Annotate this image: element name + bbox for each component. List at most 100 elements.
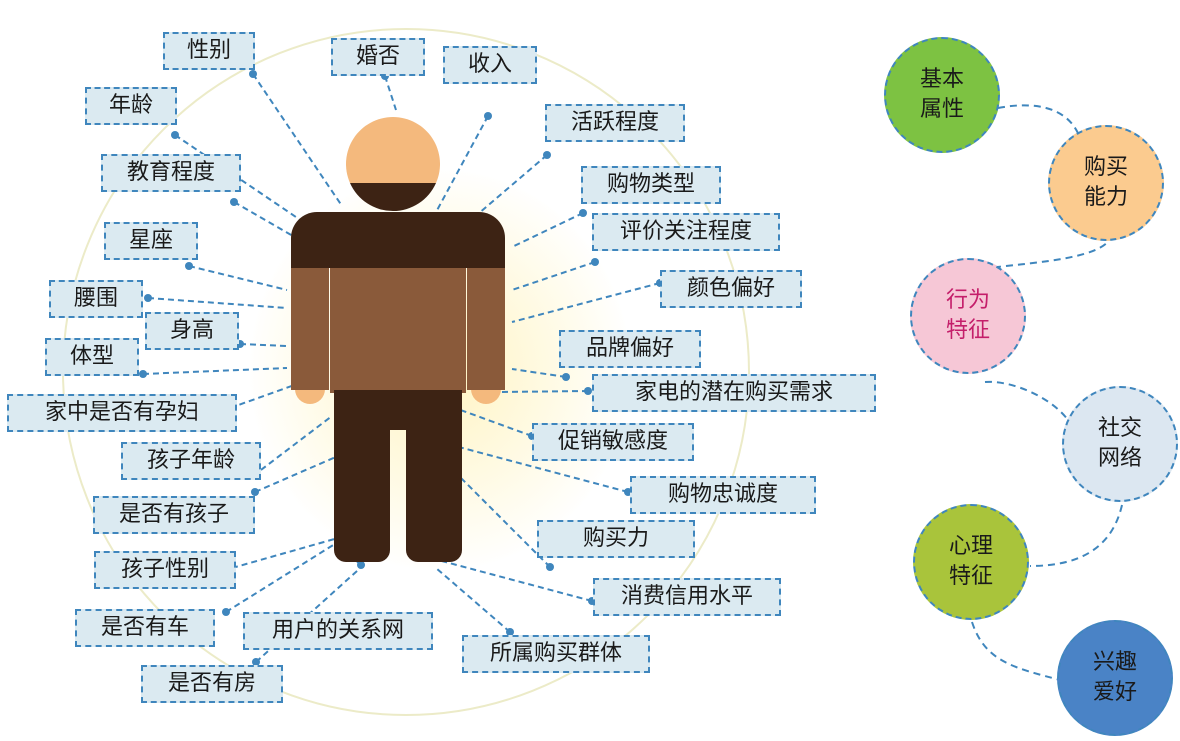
label-relationship-net: 用户的关系网 [243, 612, 433, 650]
connector-line [454, 407, 533, 437]
connector-dot [591, 258, 599, 266]
category-social-network: 社交 网络 [1062, 386, 1178, 502]
label-color-pref: 颜色偏好 [660, 270, 802, 308]
category-connector [1029, 504, 1123, 567]
connector-dot [249, 70, 257, 78]
label-credit: 消费信用水平 [593, 578, 781, 616]
category-basic-line2: 属性 [919, 97, 964, 122]
connector-line [254, 455, 339, 493]
category-connector [984, 380, 1069, 421]
connector-line [147, 297, 288, 309]
label-loyalty: 购物忠诚度 [630, 476, 816, 514]
connector-dot [230, 198, 238, 206]
left-leg [334, 390, 390, 562]
connector-line [142, 367, 288, 375]
label-activity: 活跃程度 [545, 104, 685, 142]
connector-dot [222, 608, 230, 616]
head-skin [346, 117, 440, 183]
label-buyer-group: 所属购买群体 [462, 635, 650, 673]
connector-dot [144, 294, 152, 302]
connector-dot [543, 151, 551, 159]
connector-line [188, 265, 288, 291]
connector-line [231, 537, 339, 569]
label-pregnant: 家中是否有孕妇 [7, 394, 237, 432]
connector-line [239, 343, 288, 347]
connector-line [229, 382, 301, 409]
category-social-line2: 网络 [1097, 446, 1142, 471]
label-has-house: 是否有房 [141, 665, 283, 703]
label-has-car: 是否有车 [75, 609, 215, 647]
connector-dot [357, 561, 365, 569]
connector-line [252, 415, 333, 477]
connector-line [174, 134, 319, 233]
connector-dot [251, 488, 259, 496]
connector-line [435, 567, 511, 633]
connector-line [511, 282, 661, 323]
right-arm [467, 240, 505, 390]
connector-line [499, 390, 589, 393]
category-basic-line1: 基本 [919, 67, 964, 92]
connector-line [437, 559, 593, 602]
label-promo-sensitivity: 促销敏感度 [532, 423, 694, 461]
connector-line [252, 73, 343, 207]
category-buying-line1: 购买 [1083, 155, 1128, 180]
person-figure [288, 110, 508, 570]
category-interest-line2: 爱好 [1092, 680, 1137, 705]
connector-line [233, 201, 294, 237]
connector-dot [484, 112, 492, 120]
label-body-type: 体型 [45, 338, 139, 376]
label-appliance-need: 家电的潜在购买需求 [592, 374, 876, 412]
connector-dot [579, 209, 587, 217]
connector-line [434, 115, 489, 215]
category-psych-line1: 心理 [948, 534, 993, 559]
shirt-bottom [330, 260, 466, 393]
connector-dot [584, 387, 592, 395]
label-zodiac: 星座 [104, 222, 198, 260]
label-age: 年龄 [85, 87, 177, 125]
right-leg [406, 390, 462, 562]
category-psychology: 心理 特征 [913, 504, 1029, 620]
label-purchasing-power: 购买力 [537, 520, 695, 558]
connector-line [384, 75, 397, 111]
beard [350, 183, 436, 212]
connector-dot [171, 131, 179, 139]
category-connector [971, 621, 1061, 681]
connector-dot [252, 658, 260, 666]
connector-dot [546, 563, 554, 571]
category-basic-attributes: 基本 属性 [884, 37, 1000, 153]
connector-line [511, 212, 584, 248]
label-shopping-type: 购物类型 [581, 166, 721, 204]
connector-line [511, 368, 567, 378]
connector-line [225, 541, 339, 613]
category-behavior-line1: 行为 [945, 288, 990, 313]
category-connector [997, 104, 1081, 139]
connector-dot [506, 628, 514, 636]
label-gender: 性别 [163, 32, 255, 70]
category-social-line1: 社交 [1097, 416, 1142, 441]
category-psych-line2: 特征 [948, 564, 993, 589]
label-marital: 婚否 [331, 38, 425, 76]
label-has-child: 是否有孩子 [93, 496, 255, 534]
connector-dot [185, 262, 193, 270]
label-waist: 腰围 [49, 280, 143, 318]
label-height: 身高 [145, 312, 239, 350]
label-review-attention: 评价关注程度 [592, 213, 780, 251]
left-arm [291, 240, 329, 390]
category-interests: 兴趣 爱好 [1057, 620, 1173, 736]
category-buying-power: 购买 能力 [1048, 125, 1164, 241]
connector-dot [139, 370, 147, 378]
category-buying-line2: 能力 [1083, 185, 1128, 210]
label-income: 收入 [443, 46, 537, 84]
label-child-age: 孩子年龄 [121, 442, 261, 480]
connector-line [511, 261, 596, 291]
label-education: 教育程度 [101, 154, 241, 192]
label-brand-pref: 品牌偏好 [559, 330, 701, 368]
category-interest-line1: 兴趣 [1092, 650, 1137, 675]
category-behavior: 行为 特征 [910, 258, 1026, 374]
connector-dot [562, 373, 570, 381]
connector-line [454, 471, 551, 568]
connector-line [477, 154, 548, 215]
label-child-gender: 孩子性别 [94, 551, 236, 589]
